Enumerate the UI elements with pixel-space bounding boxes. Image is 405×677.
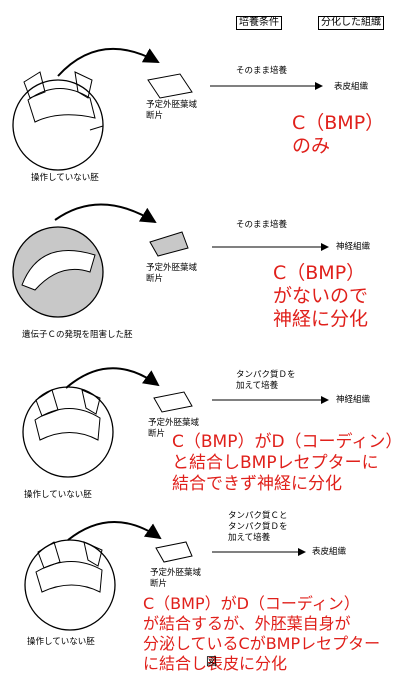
fragment-row3 — [153, 391, 193, 413]
fragment-row2 — [149, 231, 189, 257]
tissue-row4: 表皮組織 — [312, 547, 347, 557]
fragment-label-row2: 予定外胚葉域 断片 — [146, 263, 198, 284]
condition-row1: そのまま培養 — [236, 66, 288, 76]
header-culture-condition: 培養条件 — [236, 16, 282, 30]
condition-row2: そのまま培養 — [236, 220, 288, 230]
note-row1: C（BMP） のみ — [292, 112, 385, 157]
condition-row4: タンパク質Ｃと タンパク質Ｄを 加えて培養 — [228, 511, 288, 543]
tissue-row3: 神経組織 — [336, 395, 371, 405]
embryo-row3 — [22, 386, 114, 478]
figure-label: 図 — [206, 655, 217, 668]
note-row4: C（BMP）がD（コーディン） が結合するが、外胚葉自身が 分泌しているCがBM… — [143, 594, 381, 673]
condition-row3: タンパク質Ｄを 加えて培養 — [236, 370, 296, 391]
embryo-row2 — [12, 226, 104, 318]
arrow-row1-to-fragment — [57, 48, 160, 77]
embryo-label-row2: 遺伝子Ｃの発現を阻害した胚 — [22, 330, 133, 340]
fragment-label-row4: 予定外胚葉域 断片 — [150, 568, 202, 589]
tissue-row2: 神経組織 — [336, 242, 371, 252]
embryo-row1 — [12, 71, 104, 171]
header-differentiated-tissue: 分化した組織 — [318, 16, 384, 30]
embryo-row4 — [24, 539, 116, 631]
arrow-row4-to-fragment — [67, 521, 162, 541]
embryo-label-row1: 操作していない胚 — [31, 173, 99, 183]
note-row3: C（BMP）がD（コーディン） と結合しBMPレセプターに 結合できず神経に分化 — [172, 432, 403, 494]
embryo-label-row3: 操作していない胚 — [24, 490, 92, 500]
fragment-label-row3: 予定外胚葉域 断片 — [148, 418, 200, 439]
fragment-label-row1: 予定外胚葉域 断片 — [146, 100, 198, 121]
tissue-row1: 表皮組織 — [334, 82, 369, 92]
embryo-label-row4: 操作していない胚 — [27, 637, 95, 647]
fragment-row4 — [155, 541, 193, 563]
note-row2: C（BMP） がないので 神経に分化 — [273, 262, 369, 330]
fragment-row1 — [147, 73, 193, 99]
arrow-row3-to-fragment — [65, 367, 160, 389]
arrow-row2-to-fragment — [54, 203, 157, 224]
